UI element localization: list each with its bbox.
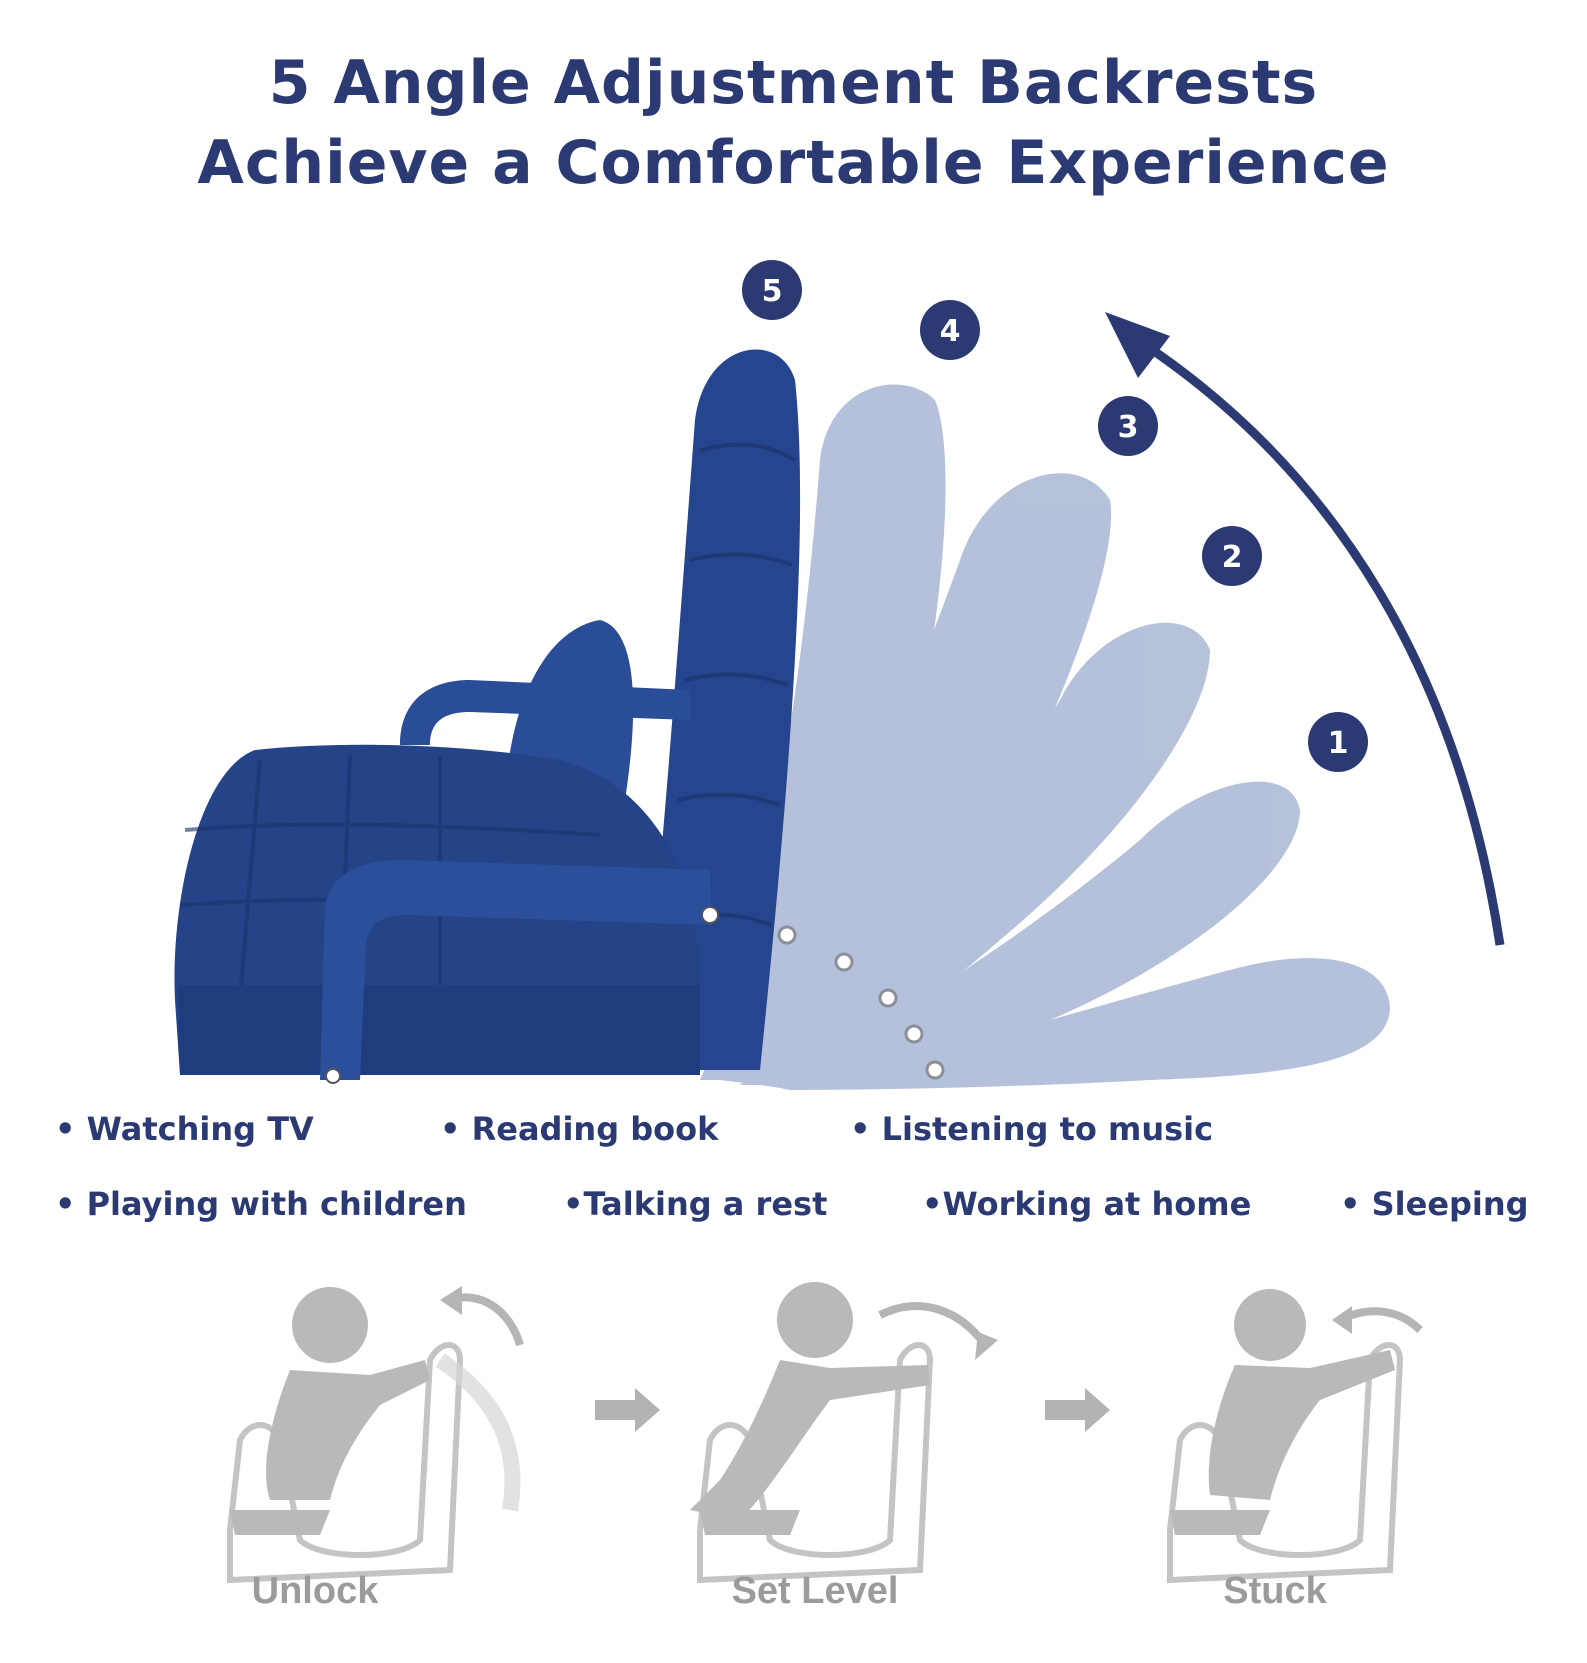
angle-badge-1: 1	[1308, 712, 1368, 772]
angle-badge-3: 3	[1098, 396, 1158, 456]
svg-text:3: 3	[1118, 410, 1139, 445]
use-watching-tv: • Watching TV	[55, 1110, 314, 1148]
use-reading-book: • Reading book	[440, 1110, 719, 1148]
step-set-level-figure	[690, 1282, 998, 1584]
backrest-position-2	[740, 622, 1210, 1085]
svg-text:2: 2	[1222, 540, 1243, 575]
svg-text:1: 1	[1328, 726, 1349, 761]
backrest-position-flat	[780, 958, 1390, 1090]
floor-chair	[174, 349, 801, 1084]
use-talking-a-rest: •Talking a rest	[563, 1185, 828, 1223]
use-listening-to-music: • Listening to music	[850, 1110, 1214, 1148]
use-playing-with-children: • Playing with children	[55, 1185, 467, 1223]
angle-badge-4: 4	[920, 300, 980, 360]
arrow-head-icon	[1105, 312, 1170, 378]
angle-badges: 5 4 3 2 1	[742, 260, 1368, 772]
use-sleeping: • Sleeping	[1340, 1185, 1529, 1223]
step-arrow-1	[595, 1388, 660, 1432]
angle-badge-2: 2	[1202, 526, 1262, 586]
hinge-dots	[777, 925, 945, 1080]
chair-armrest-back	[400, 680, 690, 745]
ghost-backrests	[700, 384, 1390, 1090]
step-label-set-level: Set Level	[731, 1570, 899, 1612]
use-working-at-home: •Working at home	[922, 1185, 1252, 1223]
step-stuck-figure	[1167, 1289, 1423, 1584]
chair-armrest-front	[320, 860, 712, 1080]
step-label-unlock: Unlock	[251, 1570, 379, 1612]
title-line-1: 5 Angle Adjustment Backrests	[268, 48, 1319, 118]
backrest-position-3	[720, 473, 1112, 1085]
step-figures	[227, 1282, 1423, 1584]
svg-text:5: 5	[762, 274, 783, 309]
angle-badge-5: 5	[742, 260, 802, 320]
step-arrow-2	[1045, 1388, 1110, 1432]
step-unlock-figure	[227, 1286, 524, 1584]
svg-text:4: 4	[940, 314, 961, 349]
title-line-2: Achieve a Comfortable Experience	[197, 128, 1390, 198]
backrest-position-1	[760, 781, 1300, 1088]
step-label-stuck: Stuck	[1223, 1570, 1327, 1612]
recline-arc	[1127, 331, 1505, 946]
